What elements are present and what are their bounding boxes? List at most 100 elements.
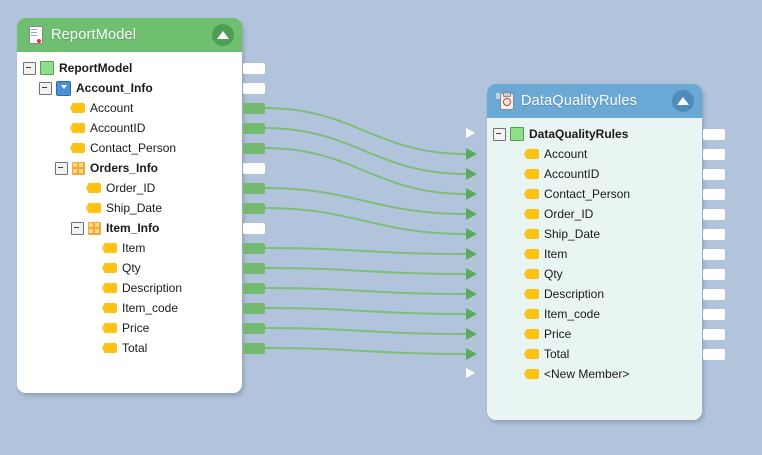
- attribute-tag-icon: [524, 329, 539, 339]
- tree-row[interactable]: Qty: [487, 264, 702, 284]
- tree-row-label: Item_Info: [106, 221, 160, 235]
- input-port[interactable]: [466, 188, 477, 200]
- input-port[interactable]: [466, 248, 477, 260]
- output-port[interactable]: [243, 182, 265, 194]
- attribute-tag-icon: [524, 369, 539, 379]
- tree-row[interactable]: Total: [17, 338, 242, 358]
- output-port[interactable]: [703, 308, 725, 320]
- tree-row[interactable]: Order_ID: [487, 204, 702, 224]
- mapping-wire[interactable]: [263, 327, 467, 335]
- tree-row[interactable]: AccountID: [487, 164, 702, 184]
- tree-row[interactable]: Description: [17, 278, 242, 298]
- output-port[interactable]: [243, 222, 265, 234]
- tree-row[interactable]: Contact_Person: [487, 184, 702, 204]
- output-port[interactable]: [243, 242, 265, 254]
- mapping-wire[interactable]: [263, 247, 467, 255]
- tree-row[interactable]: Contact_Person: [17, 138, 242, 158]
- output-port[interactable]: [703, 228, 725, 240]
- input-port[interactable]: [466, 268, 477, 280]
- output-port[interactable]: [703, 168, 725, 180]
- mapping-wire[interactable]: [263, 307, 467, 315]
- tree-row[interactable]: ReportModel: [17, 58, 242, 78]
- output-port[interactable]: [243, 102, 265, 114]
- tree-row[interactable]: Item_code: [487, 304, 702, 324]
- tree-row[interactable]: <New Member>: [487, 364, 702, 384]
- tree-row[interactable]: Description: [487, 284, 702, 304]
- output-port[interactable]: [703, 128, 725, 140]
- input-port[interactable]: [466, 348, 477, 360]
- output-port[interactable]: [243, 82, 265, 94]
- input-port[interactable]: [466, 368, 475, 378]
- output-port[interactable]: [243, 162, 265, 174]
- tree-row[interactable]: Price: [17, 318, 242, 338]
- output-port[interactable]: [243, 342, 265, 354]
- green-square-icon: [510, 127, 524, 141]
- mapping-wire[interactable]: [263, 267, 467, 275]
- expander-collapse-icon[interactable]: [55, 161, 68, 175]
- input-port[interactable]: [466, 228, 477, 240]
- tree-row[interactable]: Account: [17, 98, 242, 118]
- tree-row[interactable]: Qty: [17, 258, 242, 278]
- node-header-data-quality-rules[interactable]: DataQualityRules: [487, 84, 702, 118]
- tree-row[interactable]: Item: [17, 238, 242, 258]
- output-port[interactable]: [243, 322, 265, 334]
- tree-row-label: Contact_Person: [90, 141, 177, 155]
- output-port[interactable]: [703, 268, 725, 280]
- node-header-report-model[interactable]: ReportModel: [17, 18, 242, 52]
- expander-collapse-icon[interactable]: [493, 127, 506, 141]
- tree-row[interactable]: Item_Info: [17, 218, 242, 238]
- tree-row[interactable]: Account: [487, 144, 702, 164]
- output-port[interactable]: [243, 202, 265, 214]
- expander-collapse-icon[interactable]: [71, 221, 84, 235]
- tree-row[interactable]: Ship_Date: [17, 198, 242, 218]
- tree-row[interactable]: Total: [487, 344, 702, 364]
- input-port[interactable]: [466, 168, 477, 180]
- tree-row[interactable]: Ship_Date: [487, 224, 702, 244]
- expander-collapse-icon[interactable]: [39, 81, 52, 95]
- tree-row[interactable]: Order_ID: [17, 178, 242, 198]
- output-port[interactable]: [703, 348, 725, 360]
- output-port[interactable]: [243, 262, 265, 274]
- input-port[interactable]: [466, 308, 477, 320]
- mapping-wire[interactable]: [263, 187, 467, 215]
- output-port[interactable]: [243, 282, 265, 294]
- mapping-wire[interactable]: [263, 207, 467, 235]
- collapse-up-icon[interactable]: [672, 90, 694, 112]
- attribute-tag-icon: [524, 169, 539, 179]
- mapping-wire[interactable]: [263, 287, 467, 295]
- tree-row[interactable]: AccountID: [17, 118, 242, 138]
- output-port[interactable]: [243, 62, 265, 74]
- input-port[interactable]: [466, 128, 475, 138]
- mapping-wire[interactable]: [263, 107, 467, 155]
- input-port[interactable]: [466, 208, 477, 220]
- tree-row-label: Total: [122, 341, 148, 355]
- output-port[interactable]: [703, 188, 725, 200]
- input-port[interactable]: [466, 148, 477, 160]
- tree-row[interactable]: Price: [487, 324, 702, 344]
- tree-row[interactable]: DataQualityRules: [487, 124, 702, 144]
- mapping-wire[interactable]: [263, 347, 467, 355]
- tree-row[interactable]: Item: [487, 244, 702, 264]
- output-port[interactable]: [243, 122, 265, 134]
- tree-row[interactable]: Item_code: [17, 298, 242, 318]
- input-port[interactable]: [466, 288, 477, 300]
- tree-row[interactable]: Account_Info: [17, 78, 242, 98]
- output-port[interactable]: [703, 208, 725, 220]
- output-port[interactable]: [703, 328, 725, 340]
- output-port[interactable]: [243, 142, 265, 154]
- output-port[interactable]: [243, 302, 265, 314]
- expander-collapse-icon[interactable]: [23, 61, 36, 75]
- output-port[interactable]: [703, 248, 725, 260]
- attribute-tag-icon: [102, 303, 117, 313]
- output-port[interactable]: [703, 148, 725, 160]
- output-port[interactable]: [703, 288, 725, 300]
- mapping-wire[interactable]: [263, 127, 467, 175]
- mapping-wire[interactable]: [263, 147, 467, 195]
- collapse-up-icon[interactable]: [212, 24, 234, 46]
- tree-row-label: Order_ID: [106, 181, 156, 195]
- input-port[interactable]: [466, 328, 477, 340]
- tree-row[interactable]: Orders_Info: [17, 158, 242, 178]
